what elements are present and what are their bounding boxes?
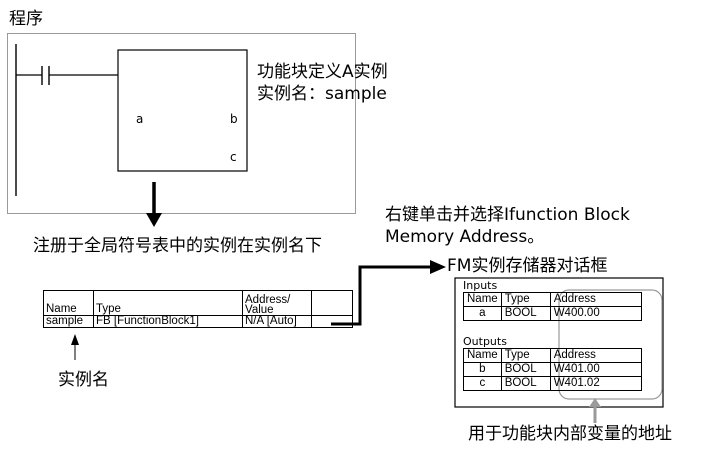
cell-name: sample (43, 315, 94, 328)
output-address: W401.00 (549, 362, 642, 377)
fb-output-b: b (230, 112, 238, 126)
output-type: BOOL (500, 362, 551, 377)
inputs-header-type: Type (500, 292, 551, 307)
outputs-header-address: Address (549, 348, 642, 363)
outputs-row[interactable]: b BOOL W401.00 (463, 362, 642, 377)
input-name: a (463, 306, 502, 321)
inputs-header-name: Name (463, 292, 502, 307)
inputs-header-address: Address (549, 292, 642, 307)
up-arrow-head (71, 334, 79, 345)
header-empty (311, 290, 353, 316)
right-click-note-line1: 右键单击并选择Ifunction Block (385, 205, 630, 225)
cell-type: FB [FunctionBlock1] (93, 315, 243, 328)
global-table-row[interactable]: sample FB [FunctionBlock1] N/A [Auto] (43, 315, 353, 328)
dialog-title: FM实例存储器对话框 (447, 256, 608, 276)
fb-instance-name-text: 实例名：sample (257, 84, 387, 104)
program-label: 程序 (9, 9, 43, 29)
function-block-box (117, 49, 248, 172)
inputs-row[interactable]: a BOOL W400.00 (463, 306, 642, 321)
global-symbol-table: Name Type Address/ Value sample FB [Func… (43, 290, 353, 328)
inputs-header-row: Name Type Address (463, 292, 642, 307)
outputs-header-row: Name Type Address (463, 348, 642, 363)
fb-input-a: a (136, 112, 144, 126)
inputs-table: Name Type Address a BOOL W400.00 (463, 292, 642, 321)
fb-definition-text: 功能块定义A实例 (257, 62, 388, 82)
outputs-table: Name Type Address b BOOL W401.00 c BOOL … (463, 348, 642, 391)
right-click-note-line2: Memory Address。 (385, 227, 545, 247)
global-table-note: 注册于全局符号表中的实例在实例名下 (33, 236, 322, 256)
input-type: BOOL (500, 306, 551, 321)
cell-empty (311, 315, 353, 328)
outputs-header-name: Name (463, 348, 502, 363)
global-table-header-row: Name Type Address/ Value (43, 290, 353, 316)
header-address-value: Address/ Value (242, 290, 312, 316)
output-type: BOOL (500, 376, 551, 391)
output-name: b (463, 362, 502, 377)
cell-address: N/A [Auto] (242, 315, 312, 328)
header-type: Type (93, 290, 243, 316)
instance-name-label: 实例名 (58, 370, 109, 390)
connector-arrowhead (430, 260, 446, 274)
input-address: W400.00 (549, 306, 642, 321)
outputs-label: Outputs (463, 335, 507, 348)
address-note: 用于功能块内部变量的地址 (468, 424, 672, 444)
output-address: W401.02 (549, 376, 642, 391)
outputs-header-type: Type (500, 348, 551, 363)
inputs-label: Inputs (463, 279, 498, 292)
output-name: c (463, 376, 502, 391)
outputs-row[interactable]: c BOOL W401.02 (463, 376, 642, 391)
gray-arrow-head (589, 398, 601, 407)
header-name: Name (43, 290, 94, 316)
down-arrow-head (146, 213, 162, 227)
fb-output-c: c (230, 150, 237, 164)
program-frame (7, 33, 356, 214)
address-highlight (558, 289, 663, 400)
